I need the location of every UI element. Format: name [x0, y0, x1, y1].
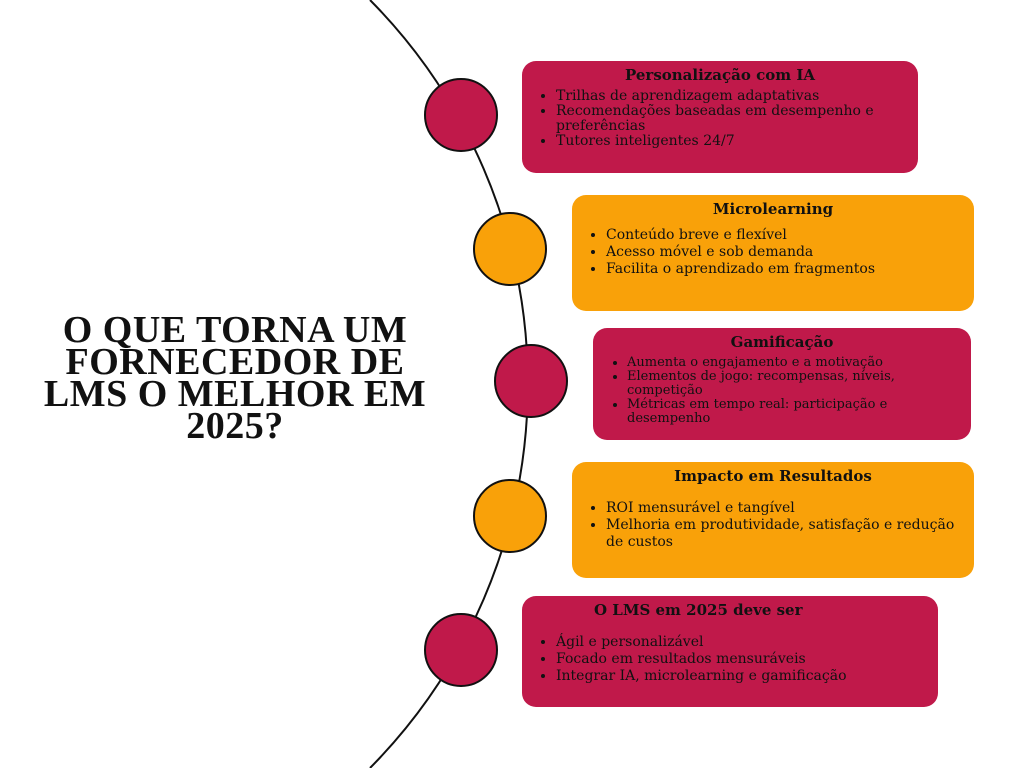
list-item: Métricas em tempo real: participação e d… — [627, 398, 959, 426]
section-lms-2025: O LMS em 2025 deve ser Ágil e personaliz… — [522, 596, 938, 707]
list-item: Ágil e personalizável — [556, 634, 926, 651]
list-item: Aumenta o engajamento e a motivação — [627, 356, 959, 370]
timeline-node-1 — [424, 78, 498, 152]
section-heading: Personalização com IA — [625, 66, 815, 84]
timeline-node-3 — [494, 344, 568, 418]
list-item: Integrar IA, microlearning e gamificação — [556, 668, 926, 685]
list-item: Elementos de jogo: recompensas, níveis, … — [627, 370, 959, 398]
page-title: O QUE TORNA UM FORNECEDOR DE LMS O MELHO… — [43, 309, 427, 447]
list-item: Focado em resultados mensuráveis — [556, 651, 926, 668]
section-impacto: Impacto em Resultados ROI mensurável e t… — [572, 462, 974, 578]
timeline-node-4 — [473, 479, 547, 553]
section-personalizacao: Personalização com IA Trilhas de aprendi… — [522, 61, 918, 173]
section-gamificacao: Gamificação Aumenta o engajamento e a mo… — [593, 328, 971, 440]
section-heading: Microlearning — [712, 200, 834, 218]
section-microlearning: Microlearning Conteúdo breve e flexível … — [572, 195, 974, 311]
list-item: Acesso móvel e sob demanda — [606, 244, 962, 261]
section-heading: Impacto em Resultados — [674, 467, 872, 485]
list-item: Facilita o aprendizado em fragmentos — [606, 261, 962, 278]
section-heading: Gamificação — [730, 333, 834, 351]
list-item: Melhoria em produtividade, satisfação e … — [606, 517, 962, 551]
timeline-node-5 — [424, 613, 498, 687]
list-item: Tutores inteligentes 24/7 — [556, 134, 906, 149]
timeline-node-2 — [473, 212, 547, 286]
list-item: Trilhas de aprendizagem adaptativas — [556, 89, 906, 104]
section-heading: O LMS em 2025 deve ser — [594, 601, 803, 619]
list-item: Conteúdo breve e flexível — [606, 227, 962, 244]
list-item: ROI mensurável e tangível — [606, 500, 962, 517]
list-item: Recomendações baseadas em desempenho e p… — [556, 104, 906, 134]
